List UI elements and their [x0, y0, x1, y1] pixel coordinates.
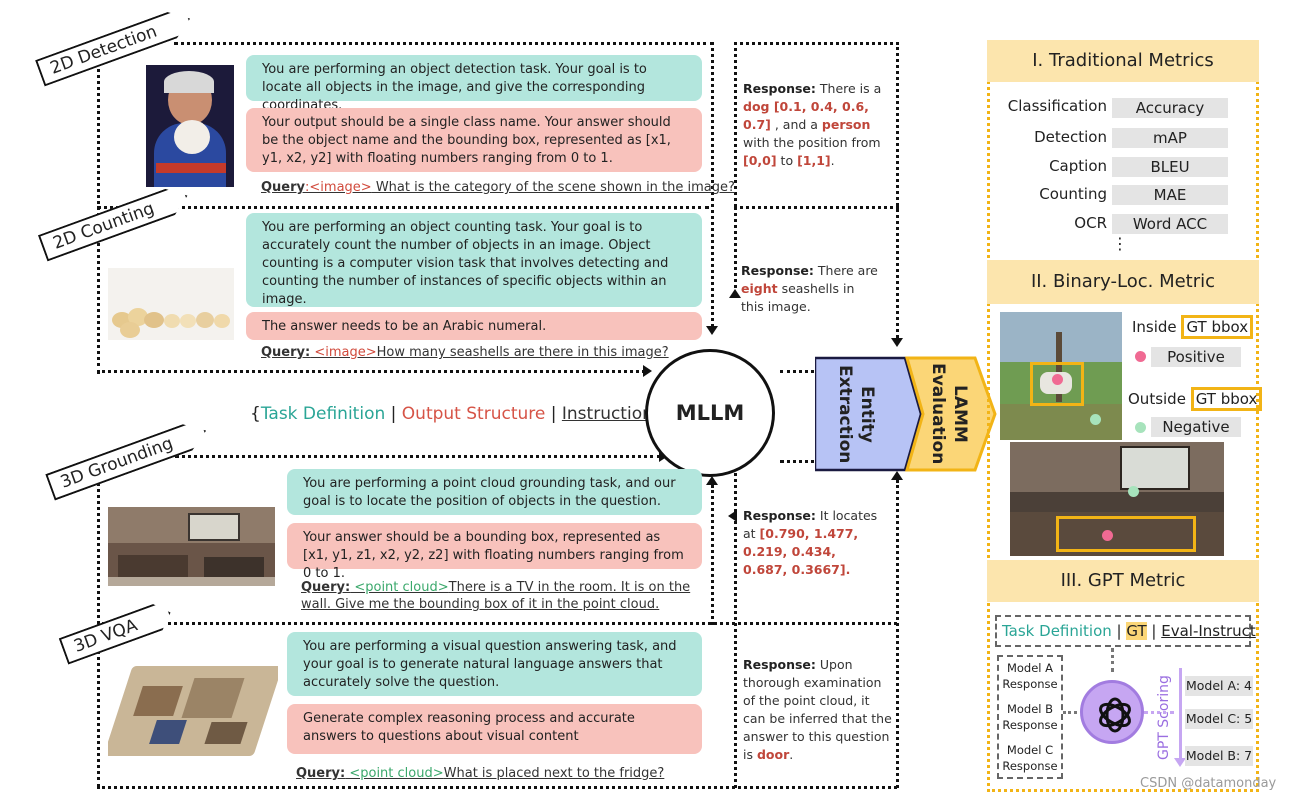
counting-query: Query: <image>How many seashells are the… — [261, 345, 669, 360]
vqa-output-structure: Generate complex reasoning process and a… — [287, 704, 702, 754]
positive-dot — [1135, 351, 1146, 362]
score-model-b: Model B: 7 — [1185, 746, 1253, 766]
metric-value-mae: MAE — [1112, 185, 1228, 205]
grounding-output-structure: Your answer should be a bounding box, re… — [287, 523, 702, 581]
lamm-evaluation-label: LAMM Evaluation — [928, 363, 970, 465]
metric-value-map: mAP — [1112, 128, 1228, 148]
counting-task-definition: You are performing an object counting ta… — [246, 213, 702, 307]
negative-label: Negative — [1151, 417, 1241, 437]
vqa-photo — [108, 656, 278, 764]
detection-query: Query:<image> What is the category of th… — [261, 180, 735, 195]
detection-output-structure: Your output should be a single class nam… — [246, 108, 702, 172]
counting-response: Response: There are eight seashells in t… — [741, 263, 878, 314]
model-responses-box — [997, 655, 1063, 779]
watermark: CSDN @datamonday — [1140, 776, 1277, 791]
traditional-metrics-header: I. Traditional Metrics — [987, 40, 1259, 82]
metric-label-caption: Caption — [1049, 157, 1107, 175]
prompt-legend: {Task Definition | Output Structure | In… — [250, 404, 664, 424]
tag-3d-vqa: 3D VQA — [59, 599, 176, 664]
model-c-response: Model C Response — [1002, 743, 1058, 773]
entity-extraction-label: Entity Extraction — [835, 364, 877, 464]
gpt-prompt-box: Task Definition | GT | Eval-Instruct — [995, 615, 1256, 647]
inside-label: Inside GT bbox — [1132, 315, 1254, 339]
grounding-photo — [108, 507, 275, 586]
vqa-task-definition: You are performing a visual question ans… — [287, 632, 702, 696]
gpt-logo-icon — [1080, 680, 1144, 744]
grounding-response: Response: It locates at [0.790, 1.477, 0… — [743, 508, 878, 577]
outside-label: Outside GT bbox — [1128, 387, 1263, 411]
binary-photo-horse — [1000, 312, 1122, 440]
grounding-task-definition: You are performing a point cloud groundi… — [287, 469, 702, 515]
detection-response: Response: There is a dog [0.1, 0.4, 0.6,… — [743, 81, 882, 168]
gpt-metric-header: III. GPT Metric — [987, 560, 1259, 602]
metric-label-counting: Counting — [1039, 185, 1107, 203]
metric-value-accuracy: Accuracy — [1112, 98, 1228, 118]
model-b-response: Model B Response — [1002, 702, 1058, 732]
binary-photo-room — [1010, 442, 1224, 556]
score-model-c: Model C: 5 — [1185, 709, 1253, 729]
metric-value-bleu: BLEU — [1112, 157, 1228, 177]
grounding-query: Query: <point cloud>There is a TV in the… — [301, 580, 691, 612]
mllm-node: MLLM — [645, 349, 775, 477]
counting-photo — [108, 268, 234, 340]
positive-label: Positive — [1151, 347, 1241, 367]
tag-2d-counting: 2D Counting — [38, 182, 192, 261]
metric-ellipsis: ⋮ — [1112, 234, 1128, 253]
metric-label-classification: Classification — [1007, 97, 1107, 115]
vqa-response: Response: Upon thorough examination of t… — [743, 657, 892, 762]
model-a-response: Model A Response — [1002, 661, 1058, 691]
gpt-scoring-arrow — [1179, 668, 1182, 760]
detection-photo — [146, 65, 234, 187]
score-model-a: Model A: 4 — [1185, 676, 1253, 696]
binary-loc-header: II. Binary-Loc. Metric — [987, 260, 1259, 304]
negative-dot — [1135, 422, 1146, 433]
metric-label-detection: Detection — [1034, 128, 1107, 146]
metric-label-ocr: OCR — [1074, 214, 1107, 232]
counting-output-structure: The answer needs to be an Arabic numeral… — [246, 312, 702, 340]
entity-lamm-arrows — [815, 356, 997, 472]
tag-3d-grounding: 3D Grounding — [45, 417, 211, 500]
metric-value-word-acc: Word ACC — [1112, 214, 1228, 234]
vqa-query: Query: <point cloud>What is placed next … — [296, 766, 665, 781]
detection-task-definition: You are performing an object detection t… — [246, 55, 702, 113]
